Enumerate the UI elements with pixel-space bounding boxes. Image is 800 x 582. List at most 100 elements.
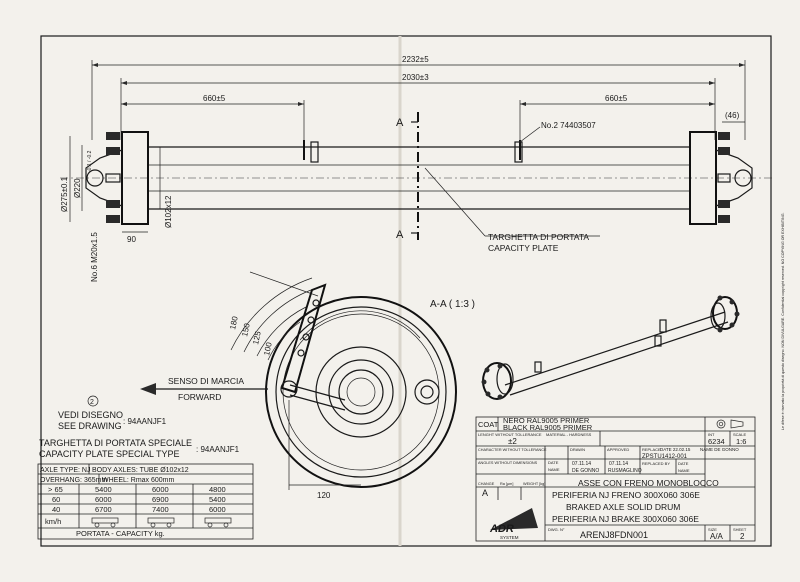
special-plate-en: CAPACITY PLATE SPECIAL TYPE (39, 449, 180, 459)
svg-text:6000: 6000 (95, 495, 112, 504)
capacity-footer: PORTATA - CAPACITY kg. (76, 529, 165, 538)
name-label: NAME (548, 467, 560, 472)
logo-text: ADR (489, 523, 514, 535)
size-label: SIZE (708, 527, 717, 532)
direction-en: FORWARD (178, 392, 221, 402)
approved-label: APPROVED (607, 447, 629, 452)
section-marker-bottom: A (396, 229, 404, 241)
table-row: > 65 5400 6000 4800 (48, 485, 226, 494)
special-plate-value: : 94AANJF1 (196, 445, 240, 454)
dim-tube: Ø102x12 (164, 195, 173, 228)
scale-value: 1:6 (736, 437, 746, 446)
dim-dia-275: Ø275±0.1 (60, 176, 69, 212)
approved-name: RUSMAGLINO (608, 468, 642, 474)
svg-text:6000: 6000 (152, 485, 169, 494)
projection-symbol-icon (716, 419, 744, 429)
see-drawing-en: SEE DRAWING (58, 421, 122, 431)
svg-text:6900: 6900 (152, 495, 169, 504)
drawing-number: ARENJ8FDN001 (580, 530, 648, 540)
capacity-plate-it: TARGHETTA DI PORTATA (488, 232, 589, 242)
axle-top-view: 2232±5 2030±3 660±5 660±5 (46) (60, 55, 775, 282)
logo-subtext: SYSTEM (500, 535, 519, 540)
see-drawing-value: : 94AANJF1 (123, 417, 167, 426)
sheet-value: 2 (740, 532, 745, 541)
int-label: INT (708, 432, 715, 437)
coat-en: BLACK RAL9005 PRIMER (503, 423, 593, 432)
sheet-label: SHEET (733, 527, 747, 532)
svg-text:5400: 5400 (95, 485, 112, 494)
title-block: COAT NERO RAL9005 PRIMER BLACK RAL9005 P… (475, 416, 756, 542)
svg-text:40: 40 (52, 505, 60, 514)
drawn-name: DE GONNO (572, 468, 599, 474)
svg-text:5400: 5400 (209, 495, 226, 504)
capacity-table: AXLE TYPE: NJ BODY AXLES: TUBE Ø102x12 O… (37, 463, 254, 540)
approved-date: 07.11.14 (609, 461, 628, 467)
notes-area: 2 VEDI DISEGNO SEE DRAWING : 94AANJF1 TA… (39, 395, 240, 459)
direction-it: SENSO DI MARCIA (168, 376, 244, 386)
coat-label: COAT (478, 420, 499, 429)
dim-lever-125: 125 (251, 330, 263, 345)
dim-lever-180: 180 (228, 315, 240, 330)
weight-label: WEIGHT [kg] (523, 482, 545, 486)
int-value: 6234 (708, 437, 725, 446)
description-line-3: BRAKED AXLE SOLID DRUM (566, 502, 680, 512)
dwg-label: DWG. N° (548, 527, 565, 532)
drawing-border (40, 35, 772, 547)
size-value: A/A (710, 532, 724, 541)
svg-text:4800: 4800 (209, 485, 226, 494)
dim-lever-100: 100 (262, 341, 274, 356)
dim-dia-220-tol: -0.1 / -0.2 (87, 150, 93, 172)
name-label-2: NAME (678, 468, 690, 473)
adr-logo: ADR SYSTEM (489, 508, 538, 540)
scale-label: SCALE (733, 432, 746, 437)
section-view-label: A-A ( 1:3 ) (430, 299, 475, 310)
tolerance-value: ±2 (508, 437, 517, 446)
trailer-icon (91, 517, 232, 528)
angles-label: ANGLES WITHOUT DIMENSIONS (478, 461, 538, 465)
dim-hub-width: 90 (127, 235, 136, 244)
replace-label: REPLACE (642, 447, 661, 452)
raw-label: Ra [µm] (500, 482, 513, 486)
change-label: CHANGE (478, 482, 495, 486)
drawn-label: DRAWN (570, 447, 585, 452)
wheel-rmax: WHEEL: Rmax 600mm (102, 477, 175, 484)
brake-drum-view: 180 150 125 100 120 SENSO DI MARCIA FORW… (140, 271, 457, 500)
material-label: MATERIAL - HARDNESS (546, 432, 592, 437)
dim-dia-220: Ø220 (73, 178, 82, 198)
description-line-2: PERIFERIA NJ FRENO 300X060 306E (552, 490, 700, 500)
table-row: 40 6700 7400 6000 (52, 505, 226, 514)
char-tolerance-label: CHARACTER WITHOUT TOLLERANCE (478, 448, 547, 452)
axle-type: AXLE TYPE: NJ (40, 467, 90, 474)
note-number: 2 (90, 399, 94, 406)
replace-date: DATE 22.02.15 (660, 447, 691, 452)
confidential-note: Le difese è riservato la proprietà di qu… (781, 212, 785, 430)
table-row: 60 6000 6900 5400 (52, 495, 226, 504)
description-line-4: PERIFERIA NJ BRAKE 300X060 306E (552, 514, 699, 524)
capacity-plate-en: CAPACITY PLATE (488, 243, 559, 253)
description-line-1: ASSE CON FRENO MONOBLOCCO (578, 478, 719, 488)
svg-text:6000: 6000 (209, 505, 226, 514)
see-drawing-it: VEDI DISEGNO (58, 410, 123, 420)
svg-text:6700: 6700 (95, 505, 112, 514)
dim-right-offset: 660±5 (605, 94, 628, 103)
special-plate-it: TARGHETTA DI PORTATA SPECIALE (39, 438, 192, 448)
dim-studs: No.6 M20x1.5 (90, 232, 99, 282)
overhang: OVERHANG: 365mm (40, 477, 107, 484)
replace-name: NAME DE GONNO (700, 447, 739, 452)
svg-text:7400: 7400 (152, 505, 169, 514)
date-label-2: DATE (678, 461, 689, 466)
replace-code: ZPSTU1412-001 (642, 454, 688, 460)
drawn-date: 07.11.14 (572, 461, 591, 467)
svg-text:60: 60 (52, 495, 60, 504)
svg-text:> 65: > 65 (48, 485, 63, 494)
part-no2-callout: No.2 74403507 (541, 121, 596, 130)
axle-isometric-view: A-A ( 1:3 ) (430, 295, 740, 400)
dim-lever-150: 150 (240, 322, 252, 337)
section-marker-top: A (396, 117, 404, 129)
coat-it: NERO RAL9005 PRIMER (503, 416, 590, 425)
speed-unit: km/h (45, 517, 61, 526)
replaced-by-label: REPLACED BY (642, 461, 670, 466)
dim-end-gap: (46) (725, 111, 740, 120)
